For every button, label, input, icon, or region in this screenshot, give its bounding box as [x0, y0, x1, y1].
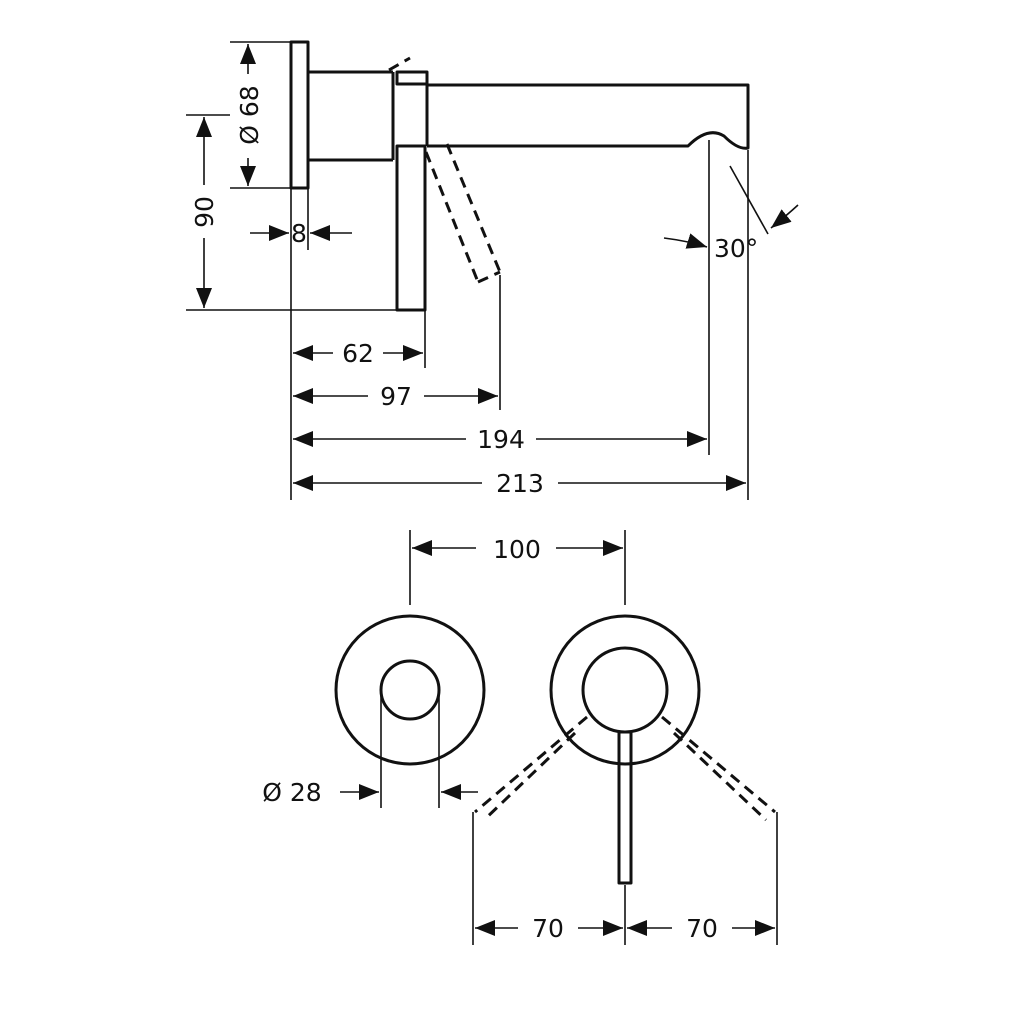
dim-swing: 70 70	[475, 914, 775, 943]
dim-rosette-diameter: Ø 68	[235, 44, 264, 186]
dim-lever-pos: 62	[293, 339, 423, 368]
dim-spout-outlet-label: 194	[477, 425, 525, 454]
dim-height-label: 90	[190, 196, 219, 228]
dim-rosette-diameter-label: Ø 68	[235, 85, 264, 144]
dim-lever-pos-label: 62	[342, 339, 374, 368]
side-extension-lines	[186, 41, 769, 500]
mixer-cartridge	[581, 646, 669, 734]
front-lever-swing-dashed	[474, 715, 776, 822]
wall-plate	[289, 40, 310, 190]
dim-lever-swing-label: 97	[380, 382, 412, 411]
front-view: 100 Ø 28 70 70	[262, 530, 778, 945]
spout-body	[306, 70, 750, 162]
dim-total-length: 213	[293, 469, 746, 498]
dim-plate-label: 8	[291, 219, 307, 248]
lever-swing-dashed	[388, 56, 502, 284]
side-view: Ø 68 90 8 62 97 194	[186, 40, 799, 500]
spout-rosette	[334, 614, 486, 766]
dim-plate: 8	[250, 219, 352, 248]
mixer-lever	[617, 730, 633, 885]
lever-cap	[395, 70, 429, 86]
dim-swing-right-label: 70	[686, 914, 718, 943]
front-extension-lines	[380, 530, 778, 945]
dim-swing-left-label: 70	[532, 914, 564, 943]
lever-handle	[395, 144, 427, 312]
dim-angle-label: 30°	[714, 234, 758, 263]
spout-outlet	[379, 659, 441, 721]
dim-spout-diameter-label: Ø 28	[262, 778, 321, 807]
dim-spout-diameter: Ø 28	[262, 778, 478, 807]
dim-spacing-label: 100	[493, 535, 541, 564]
mixer-rosette	[549, 614, 701, 766]
dim-angle: 30°	[663, 204, 799, 263]
dim-height: 90	[190, 117, 219, 308]
dim-lever-swing: 97	[293, 382, 498, 411]
dim-spout-outlet: 194	[293, 425, 707, 454]
dim-total-length-label: 213	[496, 469, 544, 498]
dim-spacing: 100	[412, 535, 623, 564]
